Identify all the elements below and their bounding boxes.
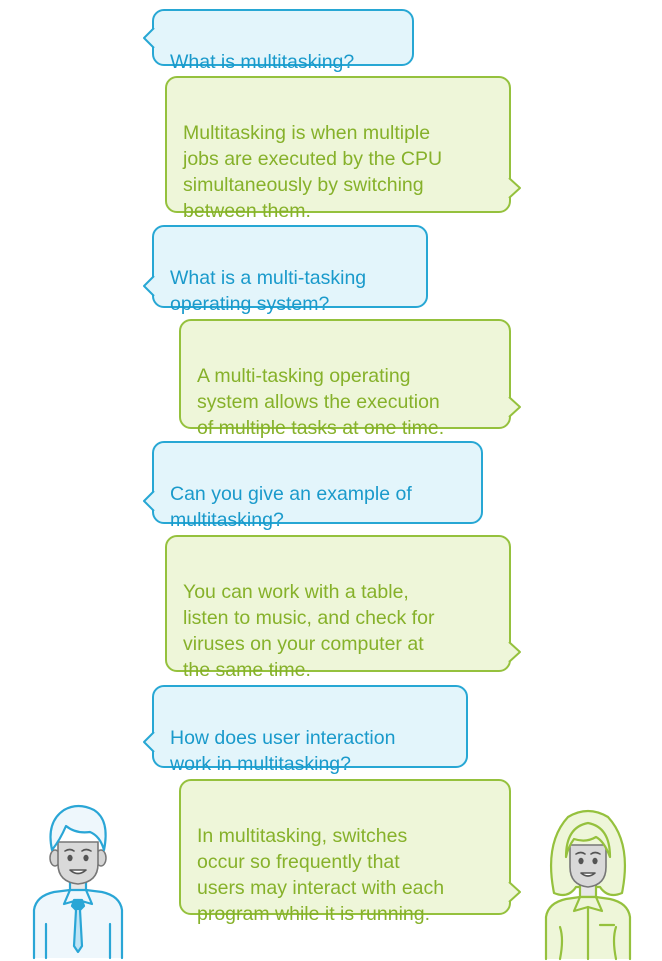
answer-bubble-1: Multitasking is when multiple jobs are e… <box>165 76 511 222</box>
answer-bubble-4: In multitasking, switches occur so frequ… <box>179 779 511 925</box>
question-bubble-4: How does user interaction work in multit… <box>152 685 468 775</box>
question-bubble-1: What is multitasking? <box>152 9 414 73</box>
answer-bubble-tail <box>508 396 521 418</box>
man-avatar-icon <box>32 804 124 960</box>
question-bubble-tail <box>143 27 155 49</box>
answer-bubble-tail <box>508 881 521 903</box>
answer-text-2: A multi-tasking operating system allows … <box>197 365 445 439</box>
question-text-1: What is multitasking? <box>170 51 355 73</box>
answer-text-4: In multitasking, switches occur so frequ… <box>197 825 445 925</box>
question-bubble-2: What is a multi-tasking operating system… <box>152 225 428 315</box>
question-text-2: What is a multi-tasking operating system… <box>170 267 367 315</box>
question-text-3: Can you give an example of multitasking? <box>170 483 412 531</box>
answer-bubble-tail <box>508 177 521 199</box>
answer-text-1: Multitasking is when multiple jobs are e… <box>183 122 443 222</box>
answer-bubble-tail <box>508 641 521 663</box>
question-bubble-tail <box>143 490 155 512</box>
woman-avatar-icon <box>544 809 632 961</box>
question-bubble-3: Can you give an example of multitasking? <box>152 441 483 531</box>
answer-text-3: You can work with a table, listen to mus… <box>183 581 435 681</box>
question-bubble-tail <box>143 275 155 297</box>
question-bubble-tail <box>143 731 155 753</box>
answer-bubble-2: A multi-tasking operating system allows … <box>179 319 511 439</box>
question-text-4: How does user interaction work in multit… <box>170 727 396 775</box>
answer-bubble-3: You can work with a table, listen to mus… <box>165 535 511 681</box>
